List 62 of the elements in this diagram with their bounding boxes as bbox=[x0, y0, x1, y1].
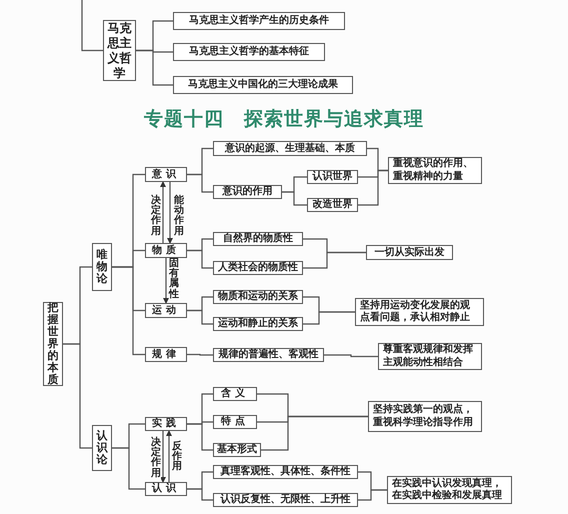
connector-line bbox=[187, 354, 213, 356]
section-title: 专题十四 探索世界与追求真理 bbox=[143, 107, 425, 132]
connector-line bbox=[63, 343, 92, 449]
edge-label: 反作用 bbox=[172, 442, 182, 473]
edge-label: 决定作用 bbox=[151, 196, 161, 237]
connector-line bbox=[136, 50, 173, 86]
concept-box: 含义 bbox=[213, 387, 257, 401]
arrow bbox=[163, 258, 169, 304]
concept-box: 基本形式 bbox=[213, 443, 261, 457]
connector-line bbox=[187, 488, 213, 501]
concept-box: 坚持用运动变化发展的观点看问题，承认相对静止 bbox=[355, 298, 484, 326]
concept-box: 特点 bbox=[213, 415, 257, 429]
concept-box: 在实践中认识发现真理，在实践中检验和发展真理 bbox=[387, 476, 512, 504]
connector-line bbox=[358, 170, 388, 206]
concept-box: 规律的普遍性、客观性 bbox=[213, 348, 324, 362]
concept-box: 把握世界的本质 bbox=[43, 302, 63, 386]
edge-label: 固有属性 bbox=[169, 259, 179, 300]
concept-box: 重视意识的作用、重视精神的力量 bbox=[388, 157, 482, 184]
arrow bbox=[160, 181, 166, 243]
concept-box: 意识的起源、生理基础、本质 bbox=[213, 141, 367, 156]
concept-box: 运动 bbox=[145, 303, 187, 318]
concept-box: 认识 bbox=[145, 482, 187, 496]
concept-box: 认识世界 bbox=[307, 170, 358, 184]
concept-box: 马克思主义哲学 bbox=[103, 20, 136, 81]
concept-box: 坚持实践第一的观点，重视科学理论指导作用 bbox=[368, 401, 482, 432]
concept-box: 物质和运动的关系 bbox=[213, 290, 303, 304]
concept-box: 真理客观性、具体性、条件性 bbox=[213, 465, 358, 479]
concept-box: 意识 bbox=[145, 167, 187, 182]
connector-line bbox=[187, 310, 213, 325]
concept-box: 马克思主义中国化的三大理论成果 bbox=[173, 76, 353, 94]
connector-line bbox=[303, 252, 366, 269]
concept-box: 马克思主义哲学的基本特征 bbox=[173, 43, 325, 61]
concept-box: 人类社会的物质性 bbox=[213, 261, 303, 275]
concept-box: 认识论 bbox=[92, 425, 112, 471]
concept-box: 实践 bbox=[145, 417, 187, 431]
arrow bbox=[166, 430, 172, 482]
connector-line bbox=[324, 354, 378, 358]
concept-box: 自然界的物质性 bbox=[213, 232, 303, 246]
concept-box: 意识的作用 bbox=[213, 185, 282, 199]
arrow bbox=[160, 431, 166, 483]
connector-line bbox=[187, 250, 213, 269]
concept-box: 物质 bbox=[145, 243, 187, 258]
concept-box: 一切从实际出发 bbox=[366, 245, 453, 260]
connector-line bbox=[358, 489, 387, 501]
connector-line bbox=[303, 311, 355, 325]
concept-box: 规律 bbox=[145, 347, 187, 362]
concept-box: 唯物论 bbox=[92, 243, 112, 291]
edge-label: 决定作用 bbox=[151, 438, 161, 479]
connector-line bbox=[112, 266, 145, 356]
connector-line bbox=[81, 0, 103, 52]
concept-box: 认识反复性、无限性、上升性 bbox=[213, 493, 358, 507]
connector-line bbox=[282, 191, 307, 206]
arrow bbox=[167, 182, 173, 244]
connector-line bbox=[187, 423, 213, 451]
connector-line bbox=[112, 447, 145, 490]
concept-box: 运动和静止的关系 bbox=[213, 317, 303, 331]
connector-line bbox=[187, 174, 213, 193]
concept-box: 马克思主义哲学产生的历史条件 bbox=[173, 12, 345, 30]
concept-box: 改造世界 bbox=[307, 198, 358, 212]
edge-label: 能动作用 bbox=[174, 196, 184, 237]
connector-line bbox=[261, 416, 368, 451]
concept-box: 尊重客观规律和发挥主观能动性相结合 bbox=[378, 343, 482, 370]
